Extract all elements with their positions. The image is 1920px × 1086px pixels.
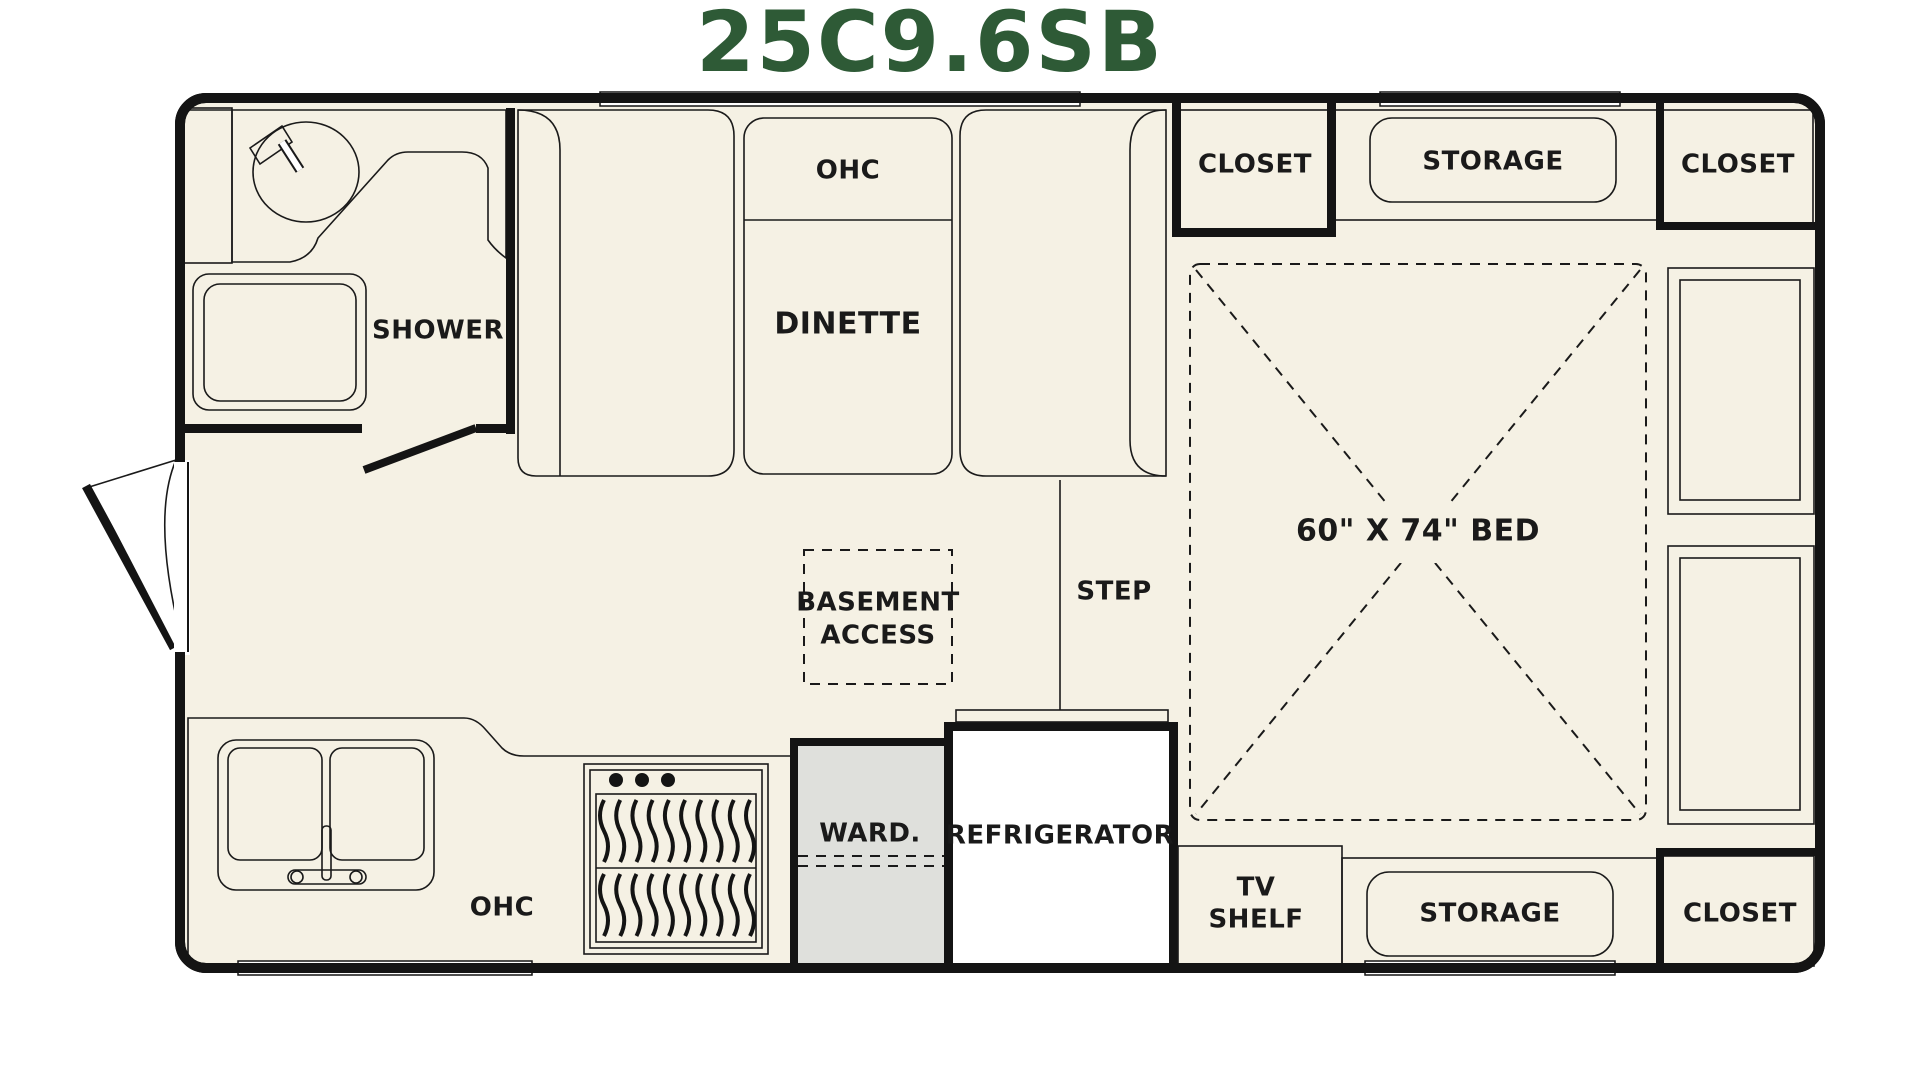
- label-storage-top: STORAGE: [1422, 147, 1563, 177]
- dinette-bench-right: [959, 109, 1167, 477]
- wardrobe-wall-left: [790, 738, 798, 966]
- double-sink-icon: [217, 739, 435, 891]
- label-dinette-ohc: OHC: [816, 156, 880, 186]
- bath-counter: [184, 109, 507, 263]
- label-closet-top-right: CLOSET: [1681, 150, 1795, 180]
- dinette-bench-right-back: [1129, 109, 1167, 477]
- sink-icon: [248, 121, 360, 223]
- dinette-bench-left: [517, 109, 735, 477]
- nightstand-upper: [1667, 267, 1815, 515]
- bath-wall-stub: [476, 424, 515, 433]
- dinette-table: [743, 117, 953, 475]
- cooktop-grate-line: [695, 873, 708, 937]
- cooktop-grate-line: [744, 873, 756, 937]
- model-title: 25C9.6SB: [696, 0, 1164, 91]
- label-galley-ohc: OHC: [470, 893, 534, 923]
- wardrobe: [794, 742, 948, 966]
- nightstand-lower: [1667, 545, 1815, 825]
- cooktop-grate-line: [614, 873, 627, 937]
- refrigerator: [948, 726, 1172, 966]
- closet-bottom-wall-left: [1656, 850, 1664, 966]
- dinette-bench-left-back: [517, 109, 561, 476]
- door-gap: [174, 462, 188, 652]
- label-basement-2: ACCESS: [820, 621, 935, 651]
- cooktop-grate-line: [662, 873, 675, 937]
- label-dinette: DINETTE: [774, 307, 921, 342]
- bath-wall-right: [506, 108, 515, 434]
- cooktop-grate-line: [630, 799, 643, 863]
- entry-door-icon: [82, 459, 185, 653]
- closet-wall-left: [1172, 100, 1181, 235]
- closet-wall-right: [1327, 100, 1336, 237]
- label-tv-2: SHELF: [1208, 905, 1303, 935]
- storage-bottom: [1366, 871, 1614, 957]
- label-closet-bottom-right: CLOSET: [1683, 899, 1797, 929]
- faucet-icon: [287, 825, 367, 885]
- wardrobe-wall-top: [790, 738, 948, 746]
- label-closet-top-left: CLOSET: [1198, 150, 1312, 180]
- cooktop-grate-line: [679, 799, 692, 863]
- bath-wall-bottom: [184, 424, 362, 433]
- label-refrigerator: REFRIGERATOR: [946, 821, 1174, 851]
- cooktop-grate-line: [598, 873, 610, 937]
- cooktop-grate-line: [711, 873, 724, 937]
- closet-wall-bottom: [1172, 228, 1334, 237]
- label-tv-1: TV: [1237, 873, 1276, 903]
- fridge-wall-left: [944, 722, 953, 966]
- nightstand-lower-inner: [1679, 557, 1801, 811]
- cooktop-grate-line: [727, 799, 740, 863]
- closet-right-wall-bottom: [1656, 222, 1818, 230]
- label-step: STEP: [1076, 577, 1151, 607]
- nightstand-upper-inner: [1679, 279, 1801, 501]
- cooktop-grate-line: [711, 799, 724, 863]
- toilet-icon: [192, 273, 367, 411]
- basement-access: [803, 549, 953, 685]
- label-basement-1: BASEMENT: [796, 588, 960, 618]
- label-storage-bottom: STORAGE: [1419, 899, 1560, 929]
- bath-door: [362, 424, 478, 474]
- cooktop-grate-line: [744, 799, 756, 863]
- cooktop-grate-line: [695, 799, 708, 863]
- bed-label-bg: [1290, 505, 1546, 563]
- fridge-wall-top: [944, 722, 1176, 731]
- bed-outline: [1189, 263, 1647, 821]
- closet-right-wall-left: [1656, 100, 1664, 230]
- cooktop-grate-line: [679, 873, 692, 937]
- closet-bottom-wall-top: [1656, 848, 1818, 856]
- galley-counter: [187, 717, 795, 967]
- cooktop-grate-line: [646, 873, 659, 937]
- cooktop-grate-line: [646, 799, 659, 863]
- cooktop-grate-line: [614, 799, 627, 863]
- cooktop-grate-line: [630, 873, 643, 937]
- label-shower: SHOWER: [372, 316, 504, 346]
- label-bed: 60" X 74" BED: [1296, 514, 1540, 549]
- fridge-wall-right: [1169, 722, 1178, 966]
- fridge-top-shelf: [955, 709, 1169, 723]
- storage-top: [1369, 117, 1617, 203]
- cooktop-grate-line: [727, 873, 740, 937]
- cooktop-grate-line: [662, 799, 675, 863]
- cooktop-grate-line: [598, 799, 610, 863]
- label-wardrobe: WARD.: [819, 819, 921, 849]
- cooktop-icon: [583, 763, 769, 955]
